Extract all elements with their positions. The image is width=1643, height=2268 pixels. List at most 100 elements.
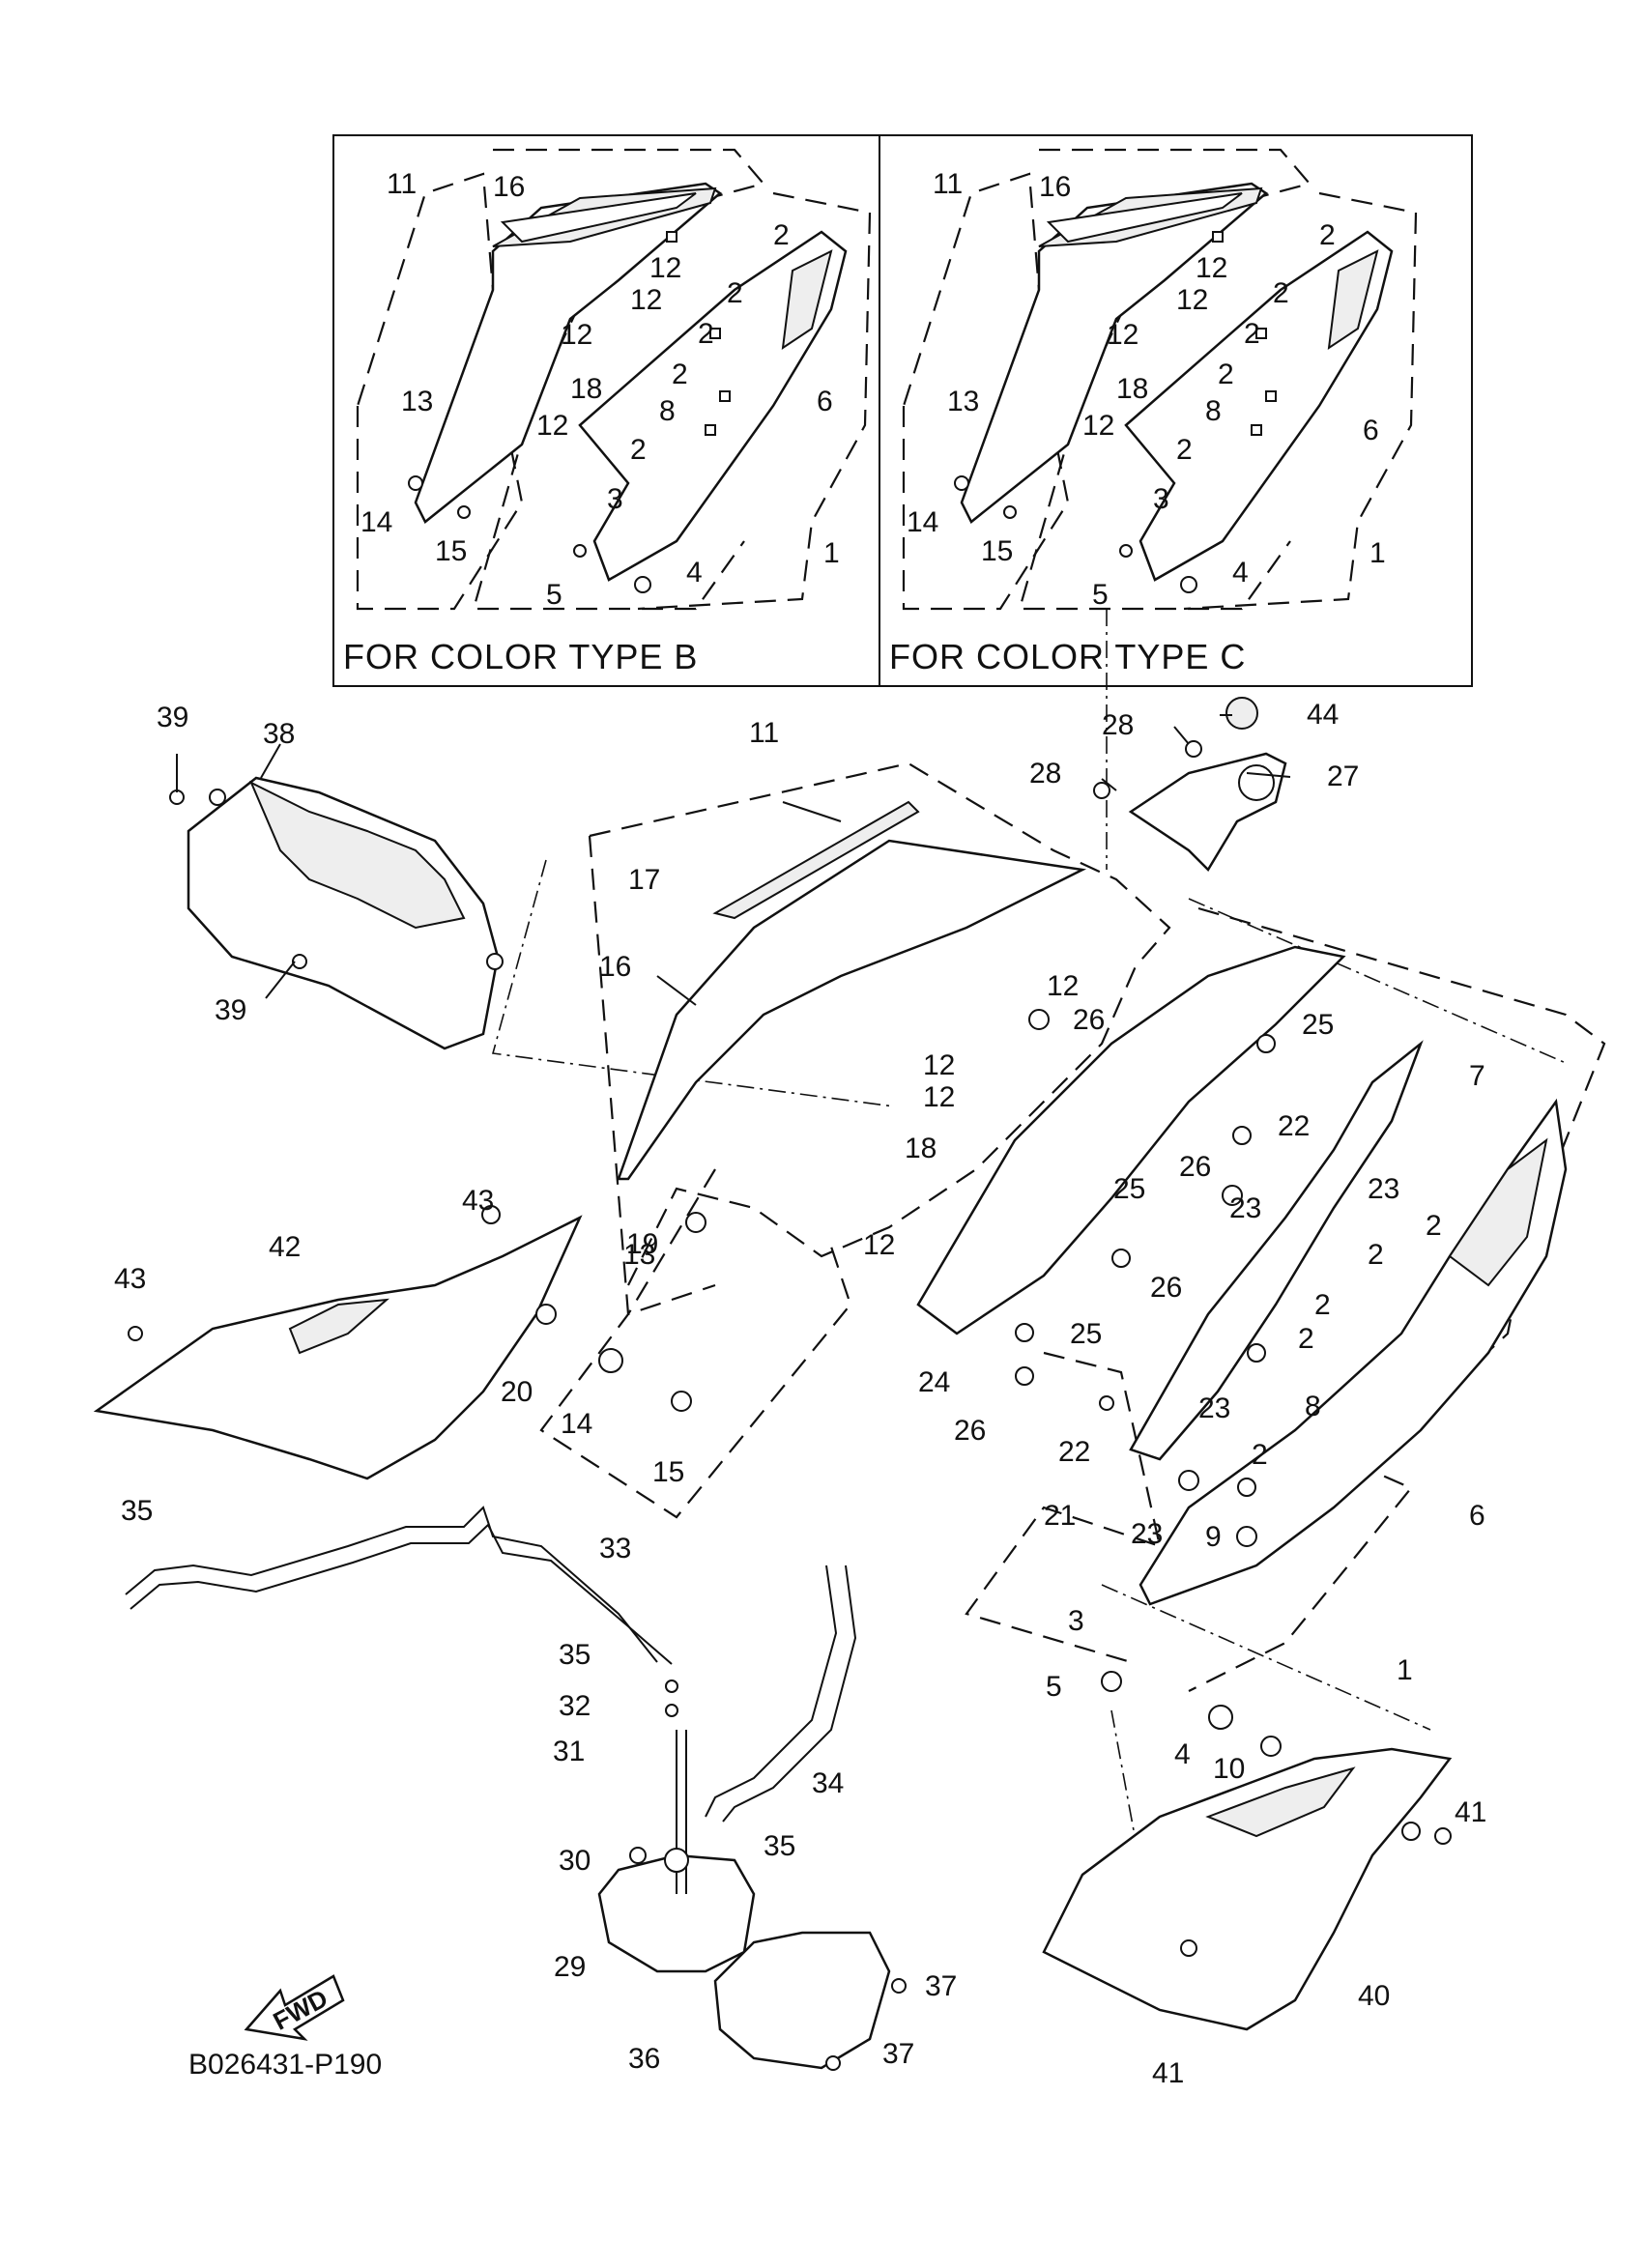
inset-c-label-2: 2 bbox=[1244, 318, 1260, 350]
callout-23: 23 bbox=[1131, 1518, 1163, 1550]
callout-37: 37 bbox=[882, 2038, 914, 2070]
callout-19: 19 bbox=[626, 1228, 658, 1260]
leader-lines bbox=[176, 714, 1291, 1006]
callout-23: 23 bbox=[1198, 1392, 1230, 1424]
callout-2: 2 bbox=[1368, 1239, 1384, 1271]
callout-40: 40 bbox=[1358, 1980, 1390, 2012]
inset-c-label-2: 2 bbox=[1319, 219, 1336, 251]
callout-32: 32 bbox=[559, 1690, 591, 1722]
callout-4: 4 bbox=[1174, 1738, 1191, 1770]
callout-35: 35 bbox=[121, 1495, 153, 1527]
callout-39: 39 bbox=[215, 994, 246, 1026]
inset-c-label-15: 15 bbox=[981, 535, 1013, 567]
callout-35: 35 bbox=[559, 1639, 591, 1671]
inset-c-label-12: 12 bbox=[1107, 319, 1139, 351]
inset-b-label-2: 2 bbox=[672, 359, 688, 390]
callout-41: 41 bbox=[1455, 1796, 1486, 1828]
callout-37: 37 bbox=[925, 1970, 957, 2002]
callout-12: 12 bbox=[923, 1081, 955, 1113]
callout-2: 2 bbox=[1252, 1439, 1268, 1471]
callout-5: 5 bbox=[1046, 1671, 1062, 1703]
callout-20: 20 bbox=[501, 1376, 533, 1408]
inset-b-label-13: 13 bbox=[401, 386, 433, 417]
callout-26: 26 bbox=[1179, 1151, 1211, 1183]
callout-11: 11 bbox=[749, 717, 779, 749]
callout-2: 2 bbox=[1426, 1210, 1442, 1242]
callout-8: 8 bbox=[1305, 1391, 1321, 1422]
inset-c-label-5: 5 bbox=[1092, 579, 1109, 611]
callout-12: 12 bbox=[863, 1229, 895, 1261]
inset-c-label-14: 14 bbox=[907, 506, 938, 538]
inset-c-label-2: 2 bbox=[1176, 434, 1193, 466]
callout-26: 26 bbox=[1073, 1004, 1105, 1036]
inset-c-label-2: 2 bbox=[1218, 359, 1234, 390]
inset-b-label-18: 18 bbox=[570, 373, 602, 405]
inset-c-label-13: 13 bbox=[947, 386, 979, 417]
callout-36: 36 bbox=[628, 2043, 660, 2075]
callout-12: 12 bbox=[923, 1049, 955, 1081]
callout-labels: 39 38 39 11 17 16 28 28 44 27 12 12 12 1… bbox=[114, 699, 1486, 2089]
inset-c-label-18: 18 bbox=[1116, 373, 1148, 405]
inset-b-label-1: 1 bbox=[823, 537, 840, 569]
inset-c-label-11: 11 bbox=[933, 168, 963, 200]
inset-b-label-8: 8 bbox=[659, 395, 676, 427]
inset-b-label-12: 12 bbox=[561, 319, 592, 351]
inset-b-label-14: 14 bbox=[360, 506, 392, 538]
callout-33: 33 bbox=[599, 1533, 631, 1565]
inset-c-label-12: 12 bbox=[1196, 252, 1227, 284]
inset-b-label-12: 12 bbox=[536, 410, 568, 442]
callout-21: 21 bbox=[1044, 1500, 1076, 1532]
hardware-markers bbox=[128, 740, 1452, 2071]
callout-28: 28 bbox=[1102, 709, 1134, 741]
inset-b-label-5: 5 bbox=[546, 579, 562, 611]
inset-b-label-3: 3 bbox=[607, 483, 623, 515]
inset-b-labels: 11 16 12 12 12 12 18 2 2 2 2 8 2 6 13 14… bbox=[360, 168, 840, 611]
callout-42: 42 bbox=[269, 1231, 301, 1263]
callout-12: 12 bbox=[1047, 970, 1079, 1002]
callout-43: 43 bbox=[114, 1263, 146, 1295]
inset-c-label-6: 6 bbox=[1363, 415, 1379, 446]
main-assembly-outlines bbox=[93, 609, 1606, 2070]
inset-b-label-16: 16 bbox=[493, 171, 525, 203]
inset-b-label-6: 6 bbox=[817, 386, 833, 417]
callout-16: 16 bbox=[599, 951, 631, 983]
inset-c-label-12: 12 bbox=[1176, 284, 1208, 316]
callout-9: 9 bbox=[1205, 1521, 1222, 1553]
callout-10: 10 bbox=[1213, 1753, 1245, 1785]
callout-6: 6 bbox=[1469, 1500, 1485, 1532]
inset-color-type-b bbox=[356, 148, 872, 611]
callout-25: 25 bbox=[1113, 1173, 1145, 1205]
callout-26: 26 bbox=[1150, 1272, 1182, 1304]
callout-27: 27 bbox=[1327, 761, 1359, 792]
inset-c-label-3: 3 bbox=[1153, 483, 1169, 515]
callout-2: 2 bbox=[1298, 1323, 1314, 1355]
callout-30: 30 bbox=[559, 1845, 591, 1877]
inset-c-label-2: 2 bbox=[1273, 277, 1289, 309]
inset-c-labels: 11 16 12 12 12 12 18 2 2 2 2 8 2 6 13 14… bbox=[907, 168, 1386, 611]
inset-b-label-2: 2 bbox=[727, 277, 743, 309]
callout-29: 29 bbox=[554, 1951, 586, 1983]
callout-7: 7 bbox=[1469, 1060, 1485, 1092]
callout-39: 39 bbox=[157, 702, 188, 733]
inset-frame bbox=[332, 134, 1473, 687]
inset-b-label-4: 4 bbox=[686, 557, 703, 589]
inset-b-label-12: 12 bbox=[630, 284, 662, 316]
inset-b-label-2: 2 bbox=[630, 434, 647, 466]
callout-31: 31 bbox=[553, 1736, 585, 1767]
callout-35: 35 bbox=[764, 1830, 795, 1862]
callout-14: 14 bbox=[561, 1408, 592, 1440]
inset-b-label-11: 11 bbox=[387, 168, 417, 200]
callout-23: 23 bbox=[1229, 1192, 1261, 1224]
inset-c-label-1: 1 bbox=[1369, 537, 1386, 569]
callout-28: 28 bbox=[1029, 758, 1061, 789]
inset-b-label-15: 15 bbox=[435, 535, 467, 567]
inset-b-label-2: 2 bbox=[698, 318, 714, 350]
callout-24: 24 bbox=[918, 1366, 950, 1398]
callout-26: 26 bbox=[954, 1415, 986, 1447]
callout-2: 2 bbox=[1314, 1289, 1331, 1321]
inset-c-label-8: 8 bbox=[1205, 395, 1222, 427]
callout-23: 23 bbox=[1368, 1173, 1399, 1205]
callout-43: 43 bbox=[462, 1185, 494, 1217]
callout-22: 22 bbox=[1278, 1110, 1310, 1142]
callout-41: 41 bbox=[1152, 2057, 1184, 2089]
